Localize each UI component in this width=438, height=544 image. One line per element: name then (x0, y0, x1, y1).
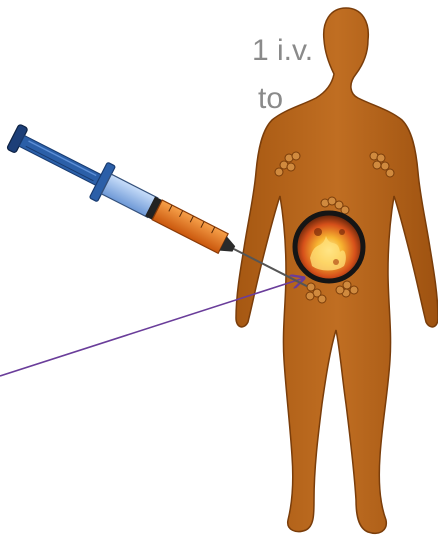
pointer-arrow (0, 278, 304, 376)
caption-line-2: to (258, 82, 283, 115)
caption-line-1: 1 i.v. (252, 34, 313, 67)
tumor-icon (295, 213, 363, 281)
